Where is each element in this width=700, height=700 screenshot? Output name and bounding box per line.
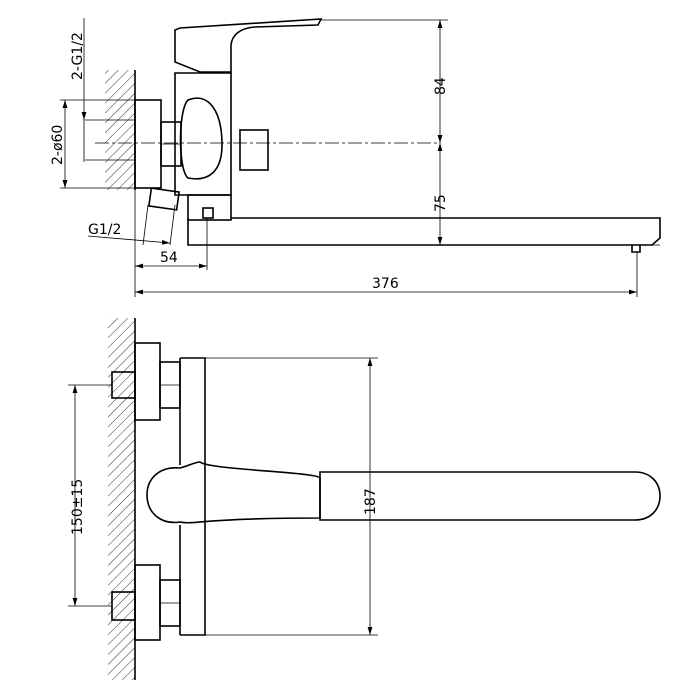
spout: [187, 217, 661, 246]
lever-top: [146, 461, 321, 524]
dim-376: 376: [372, 276, 399, 292]
top-view: 187 150±15: [68, 318, 661, 680]
dim-inlet-thread: 2-G1/2: [70, 32, 86, 80]
spout-top: [319, 471, 661, 521]
dim-54: 54: [160, 250, 178, 266]
dim-flange-diameter: 2-ø60: [50, 125, 66, 165]
valve-body: [174, 72, 232, 196]
dim-84: 84: [433, 77, 449, 95]
outlet-fitting: [147, 187, 181, 211]
side-view: 84 75 2-G1/2 2-ø60 G1/2 54 376: [50, 18, 661, 297]
diverter-knob: [239, 129, 269, 171]
dim-187: 187: [363, 488, 379, 515]
body-top: [180, 357, 206, 636]
flange-top: [134, 99, 162, 189]
dim-outlet-thread: G1/2: [88, 222, 121, 238]
cartridge: [179, 97, 223, 180]
dim-75: 75: [433, 194, 449, 212]
dim-inlet-spacing: 150±15: [70, 479, 86, 535]
lever-handle: [174, 18, 323, 73]
wall-hatch-top: [105, 70, 135, 190]
